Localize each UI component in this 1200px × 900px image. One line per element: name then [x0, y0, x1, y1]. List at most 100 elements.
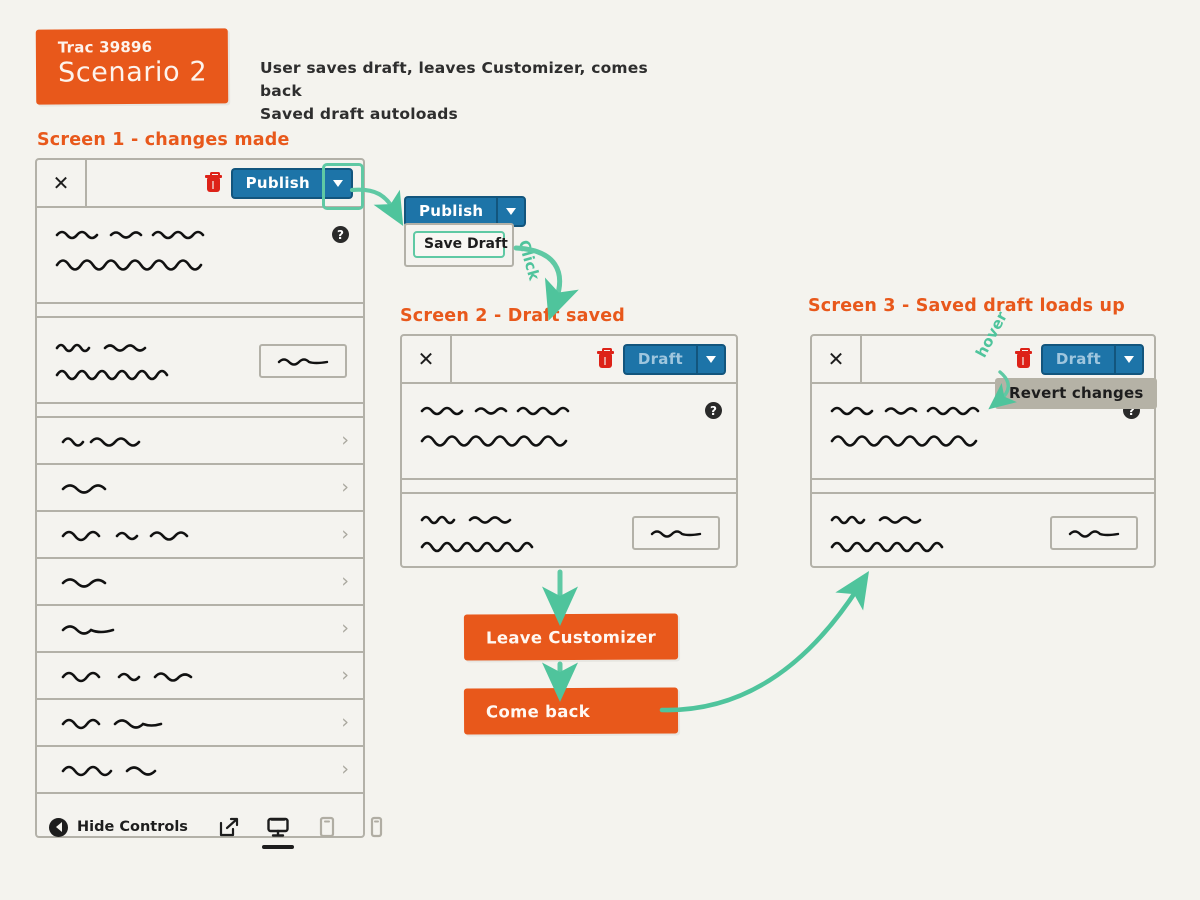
trash-icon[interactable] — [204, 172, 222, 193]
squiggle-line — [420, 406, 570, 416]
arrow-comeback-to-screen3 — [659, 571, 870, 713]
list-item[interactable]: › — [37, 606, 363, 653]
section-action-button[interactable] — [259, 344, 347, 378]
draft-button[interactable]: Draft — [622, 343, 696, 375]
menu-section — [812, 494, 1154, 570]
description-line-2: Saved draft autoloads — [260, 105, 458, 123]
scenario-title: Scenario 2 — [57, 56, 208, 89]
description-line-1: User saves draft, leaves Customizer, com… — [260, 59, 648, 100]
chevron-right-icon: › — [341, 664, 349, 686]
screen-1-toolbar: ✕ Publish — [37, 160, 364, 210]
list-item[interactable]: › — [37, 418, 363, 465]
draft-button[interactable]: Draft — [1040, 343, 1114, 375]
squiggle-line — [61, 624, 115, 635]
squiggle-line — [830, 435, 978, 447]
publish-dropdown-menu: Save Draft — [404, 223, 514, 267]
screen-3-label: Screen 3 - Saved draft loads up — [808, 296, 1125, 316]
help-icon[interactable]: ? — [332, 226, 349, 243]
chevron-right-icon: › — [341, 711, 349, 733]
chevron-right-icon: › — [341, 758, 349, 780]
close-button[interactable]: ✕ — [37, 160, 87, 206]
squiggle-line — [650, 530, 702, 538]
squiggle-line — [830, 515, 922, 525]
screen-1-customizer-panel: ✕ Publish ? — [35, 158, 383, 849]
mobile-preview-icon[interactable] — [363, 813, 389, 841]
section-divider — [402, 480, 736, 494]
screen-2-label: Screen 2 - Draft saved — [400, 306, 625, 326]
hide-controls-button[interactable]: Hide Controls — [49, 817, 188, 837]
chevron-right-icon: › — [341, 429, 349, 451]
screen-3-customizer-panel: ✕ Draft ? — [810, 334, 1156, 568]
close-button[interactable]: ✕ — [402, 336, 452, 382]
squiggle-line — [420, 541, 534, 553]
screen-3-toolbar: ✕ Draft — [812, 336, 1154, 384]
list-item[interactable]: › — [37, 559, 363, 606]
draft-button-group: Draft — [1040, 343, 1144, 375]
menu-section — [402, 494, 736, 570]
close-icon: ✕ — [827, 347, 845, 371]
squiggle-line — [277, 358, 329, 366]
section-divider — [37, 304, 363, 318]
squiggle-line — [61, 577, 107, 588]
collapse-left-icon — [49, 817, 68, 837]
squiggle-line — [61, 483, 107, 494]
hide-controls-label: Hide Controls — [77, 819, 188, 835]
squiggle-line — [830, 406, 980, 416]
chevron-down-icon — [333, 179, 343, 187]
trac-id-label: Trac 39896 — [57, 37, 153, 57]
menu-section — [37, 318, 363, 404]
publish-button-group-popup: Publish — [404, 196, 527, 227]
squiggle-line — [420, 515, 512, 525]
publish-dropdown-toggle[interactable] — [323, 167, 353, 199]
tablet-preview-icon[interactable] — [314, 813, 340, 841]
squiggle-line — [55, 369, 169, 381]
leave-customizer-step: Leave Customizer — [463, 613, 679, 661]
draft-dropdown-toggle[interactable] — [696, 343, 726, 375]
chevron-right-icon: › — [341, 570, 349, 592]
list-item[interactable]: › — [37, 700, 363, 747]
squiggle-line — [61, 671, 193, 682]
save-draft-menu-item[interactable]: Save Draft — [413, 231, 508, 258]
chevron-down-icon — [1124, 355, 1134, 363]
list-item[interactable]: › — [37, 747, 363, 794]
squiggle-line — [55, 259, 203, 271]
chevron-right-icon: › — [341, 476, 349, 498]
close-icon: ✕ — [417, 347, 435, 371]
publish-button[interactable]: Publish — [230, 167, 323, 199]
list-item[interactable]: › — [37, 653, 363, 700]
section-divider — [812, 480, 1154, 494]
site-info-section: ? — [37, 208, 363, 304]
close-button[interactable]: ✕ — [812, 336, 862, 382]
draft-dropdown-toggle[interactable] — [1114, 343, 1144, 375]
squiggle-line — [55, 343, 147, 353]
squiggle-line — [61, 765, 157, 776]
chevron-right-icon: › — [341, 617, 349, 639]
revert-changes-tooltip: Revert changes — [995, 378, 1158, 409]
squiggle-line — [61, 530, 189, 541]
section-action-button[interactable] — [632, 516, 720, 550]
desktop-preview-icon[interactable] — [261, 813, 294, 849]
help-icon[interactable]: ? — [705, 402, 722, 419]
list-item[interactable]: › — [37, 465, 363, 512]
squiggle-line — [61, 718, 163, 729]
screen-1-label: Screen 1 - changes made — [37, 130, 290, 150]
screen-2-toolbar: ✕ Draft — [402, 336, 736, 384]
trash-icon[interactable] — [596, 348, 614, 369]
click-annotation: Click — [514, 238, 544, 283]
chevron-down-icon — [506, 208, 517, 215]
section-action-button[interactable] — [1050, 516, 1138, 550]
section-divider — [37, 404, 363, 418]
publish-dropdown-popup: Publish Save Draft — [404, 196, 527, 267]
trash-icon[interactable] — [1014, 348, 1032, 369]
list-item[interactable]: › — [37, 512, 363, 559]
squiggle-line — [61, 436, 141, 447]
external-link-icon[interactable] — [216, 813, 242, 841]
site-info-section: ? — [402, 384, 736, 480]
chevron-down-icon — [706, 355, 716, 363]
chevron-right-icon: › — [341, 523, 349, 545]
title-badge: Trac 39896 Scenario 2 — [35, 28, 229, 105]
squiggle-line — [830, 541, 944, 553]
come-back-step: Come back — [463, 687, 679, 735]
squiggle-line — [1068, 530, 1120, 538]
squiggle-line — [420, 435, 568, 447]
